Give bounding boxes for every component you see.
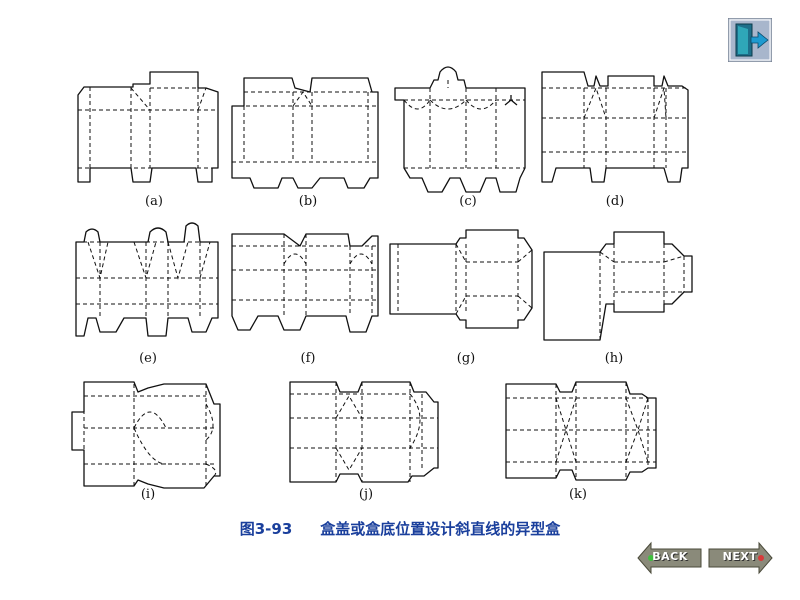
label-a: (a) [145, 194, 163, 209]
label-e: (e) [139, 351, 157, 366]
next-button-label: NEXT [722, 550, 758, 563]
dieline-a: (a) [77, 71, 219, 209]
dieline-g: (g) [389, 229, 533, 366]
next-button[interactable]: NEXT [707, 541, 773, 575]
dieline-k: (k) [505, 381, 657, 502]
label-d: (d) [606, 194, 624, 209]
dieline-d: (d) [541, 71, 689, 209]
dieline-j: (j) [289, 381, 439, 502]
label-c: (c) [459, 194, 476, 209]
figure-title: 盒盖或盒底位置设计斜直线的异型盒 [320, 520, 561, 538]
figure-number: 图3-93 [239, 520, 293, 538]
label-f: (f) [301, 351, 316, 366]
next-arrow-icon [708, 541, 773, 575]
dieline-e: (e) [75, 222, 219, 366]
label-b: (b) [299, 194, 317, 209]
back-button[interactable]: BACK [637, 541, 703, 575]
exit-door-icon [727, 17, 773, 63]
dieline-f: (f) [231, 233, 379, 366]
label-i: (i) [141, 487, 155, 502]
label-k: (k) [569, 487, 587, 502]
label-j: (j) [359, 487, 373, 502]
exit-button[interactable] [727, 17, 773, 63]
label-g: (g) [457, 351, 475, 366]
dieline-c: (c) [394, 66, 526, 209]
dieline-b: (b) [231, 77, 379, 209]
back-button-label: BACK [652, 550, 688, 563]
back-arrow-icon [637, 541, 702, 575]
label-h: (h) [605, 351, 624, 366]
dieline-h: (h) [543, 231, 693, 366]
figure-caption: 图3-93 盒盖或盒底位置设计斜直线的异型盒 [0, 518, 800, 539]
dieline-i: (i) [71, 381, 221, 502]
